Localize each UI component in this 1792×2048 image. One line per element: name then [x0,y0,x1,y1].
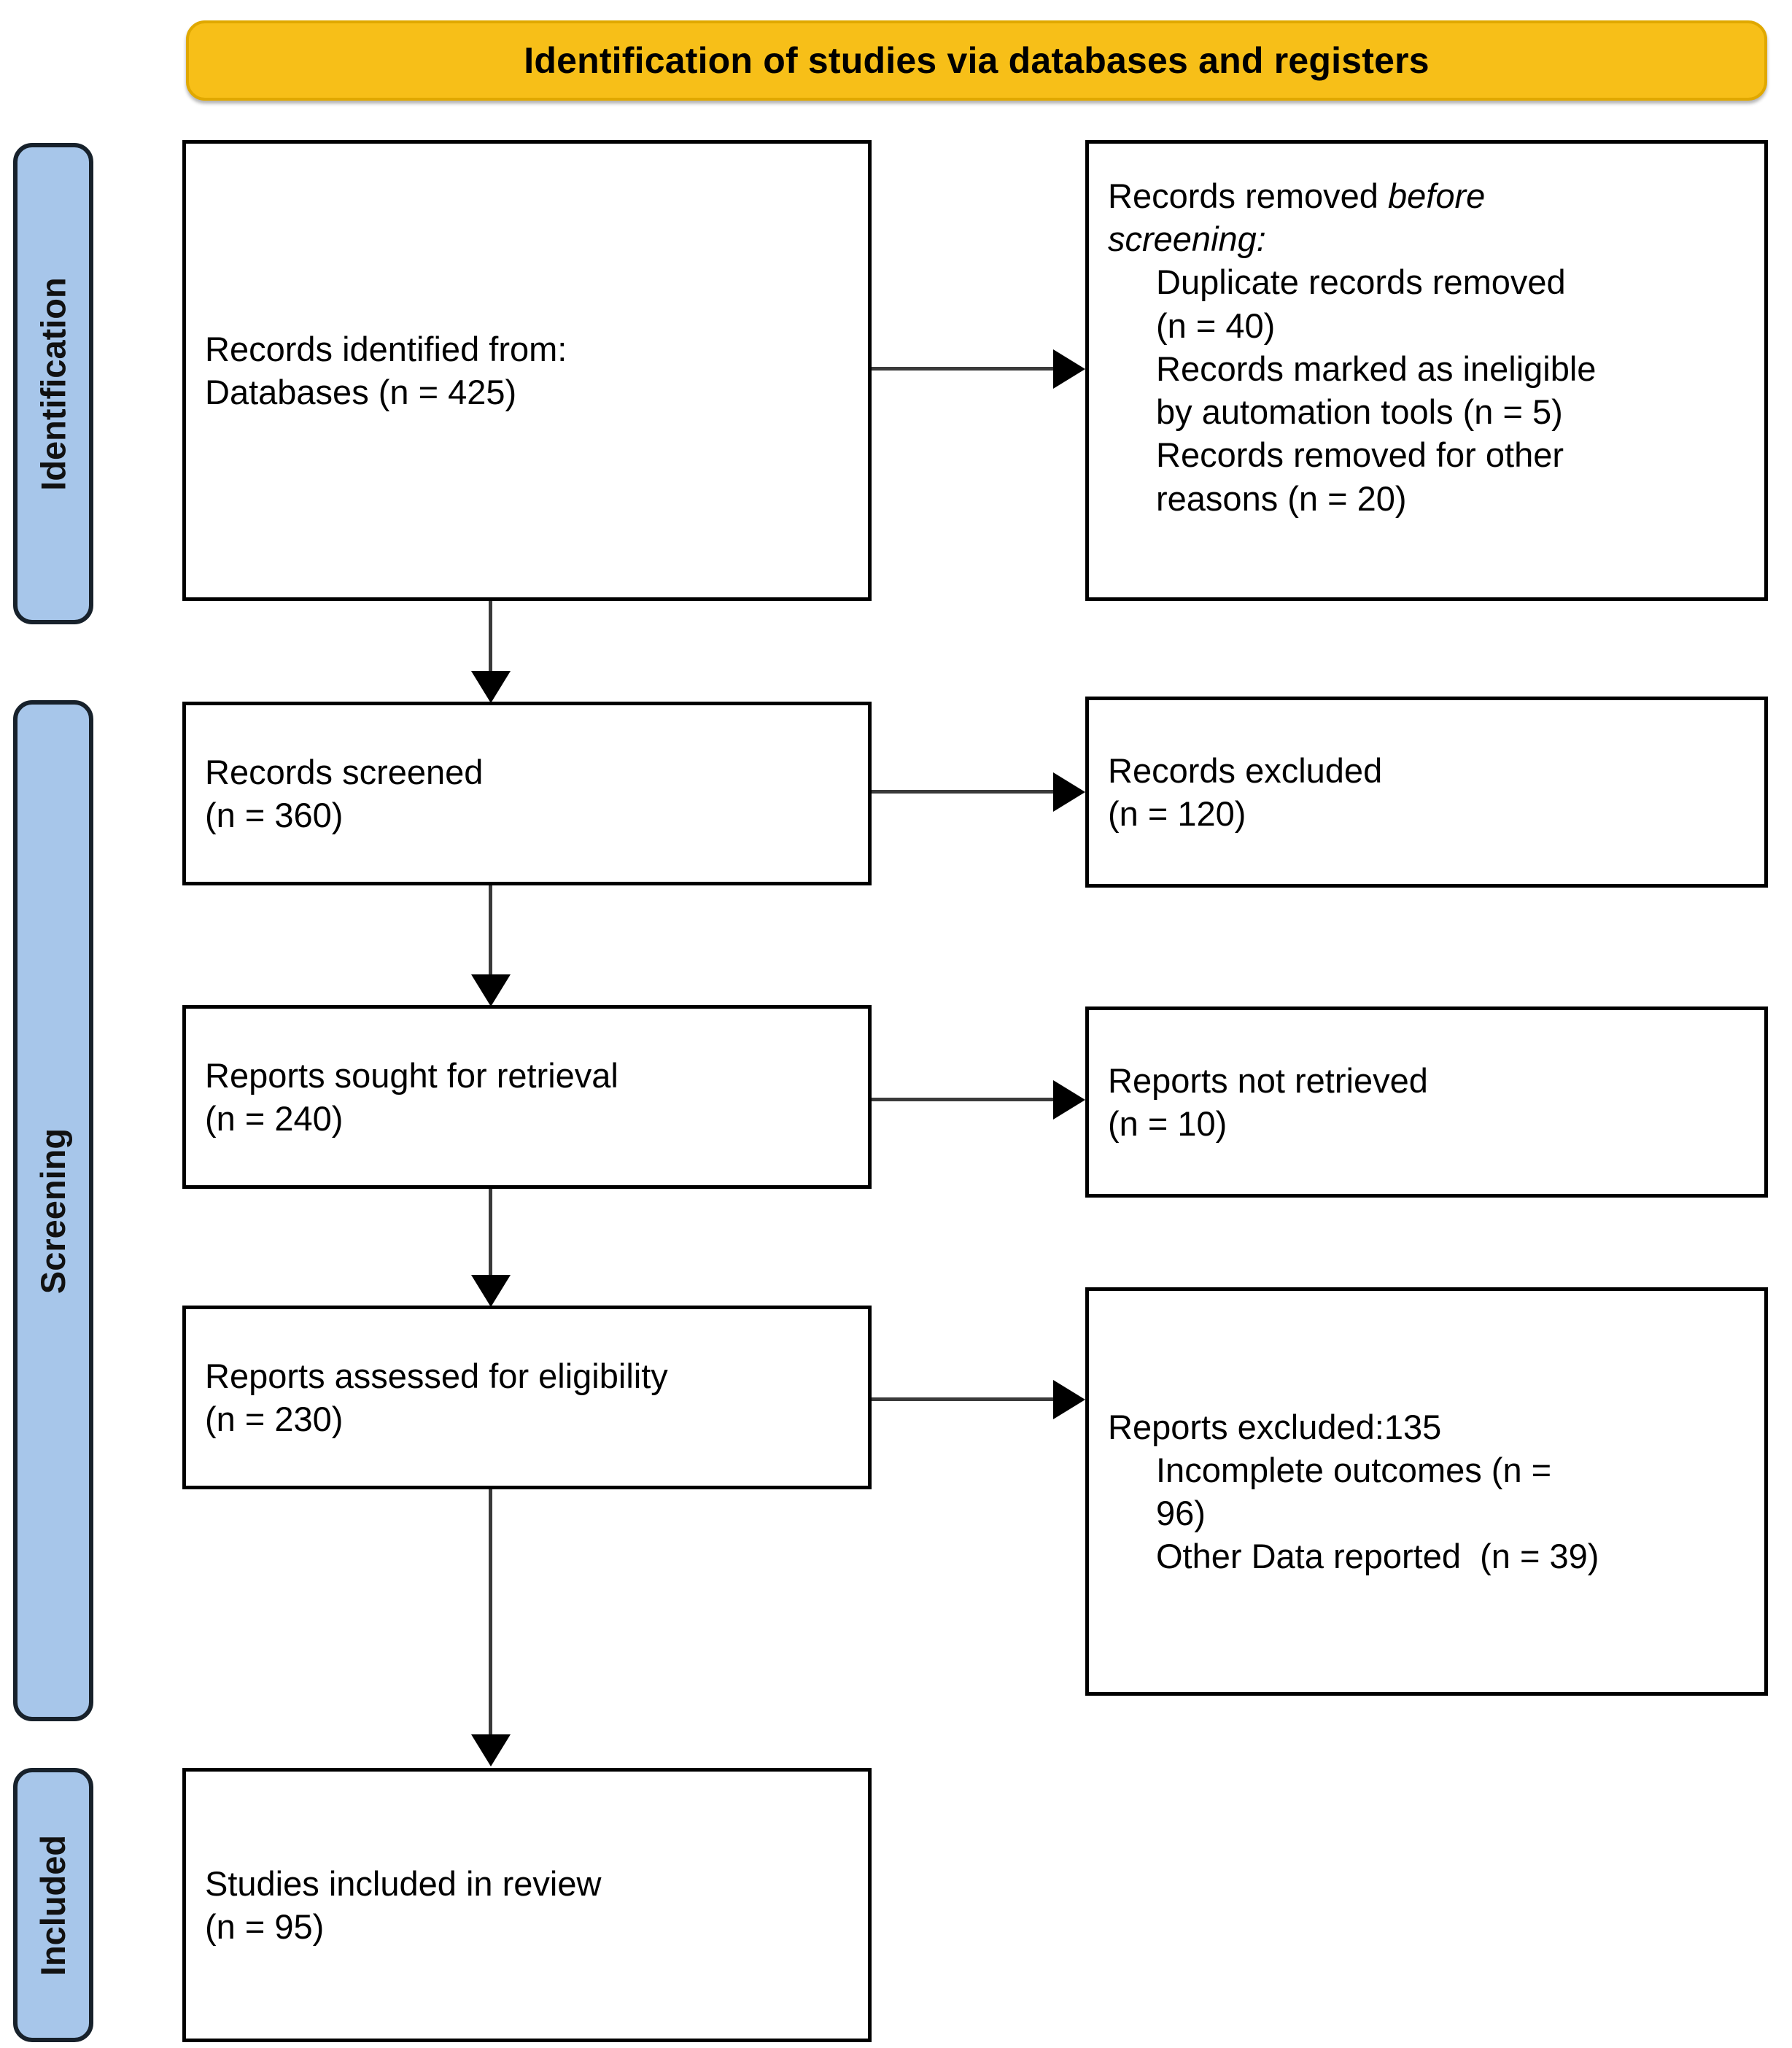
arrow-head [471,671,511,703]
stage-rail-screening: Screening [13,700,93,1721]
arrow-head [1053,1380,1085,1419]
box-records-screened: Records screened (n = 360) [182,702,872,885]
arrow-stem [489,1489,492,1737]
box-reports-assessed-for-eligibility: Reports assessed for eligibility (n = 23… [182,1306,872,1489]
arrow-stem [872,1098,1056,1101]
box-line: Incomplete outcomes (n = [1156,1450,1552,1489]
arrow-identified-to-removed [872,349,1085,389]
arrow-head [471,1275,511,1307]
arrow-screened-to-sought [470,885,511,1008]
box-line: reasons (n = 20) [1156,478,1407,518]
arrow-stem [489,885,492,977]
arrow-head [471,974,511,1006]
stage-label-identification: Identification [34,276,73,491]
box-line: Reports excluded:135 [1108,1407,1442,1446]
arrow-stem [872,367,1056,371]
box-line: Records identified from: [205,329,567,368]
box-studies-included-in-review: Studies included in review (n = 95) [182,1768,872,2042]
box-line: Other Data reported (n = 39) [1156,1537,1599,1576]
box-line: Records removed for other [1156,435,1564,475]
diagram-title-banner: Identification of studies via databases … [186,20,1767,101]
box-line: Records marked as ineligible [1156,349,1597,388]
stage-label-included: Included [34,1834,73,1976]
arrow-stem [489,1189,492,1278]
box-line: Records screened [205,752,484,791]
stage-rail-identification: Identification [13,143,93,624]
box-line: (n = 40) [1156,306,1276,345]
box-reports-excluded: Reports excluded:135 Incomplete outcomes… [1085,1287,1768,1696]
box-records-removed-before-screening: Records removed before screening: Duplic… [1085,140,1768,601]
arrow-head [1053,772,1085,812]
arrow-sought-to-assessed [470,1189,511,1308]
arrow-assessed-to-reports-excluded [872,1379,1085,1420]
box-line: (n = 240) [205,1099,344,1138]
box-line: (n = 360) [205,796,344,834]
arrow-identified-to-screened [470,601,511,703]
arrow-head [471,1734,511,1766]
box-reports-not-retrieved: Reports not retrieved (n = 10) [1085,1006,1768,1198]
arrow-assessed-to-included [470,1489,511,1768]
box-line: screening: [1108,220,1266,259]
box-line: Reports assessed for eligibility [205,1356,668,1395]
box-line: Duplicate records removed [1156,263,1566,302]
arrow-stem [872,790,1056,794]
arrow-stem [489,601,492,674]
box-records-identified: Records identified from: Databases (n = … [182,140,872,601]
arrow-sought-to-not-retrieved [872,1079,1085,1120]
box-line: Records removed before [1108,174,1745,217]
stage-rail-included: Included [13,1768,93,2042]
box-line: Records excluded [1108,750,1383,790]
box-line: (n = 10) [1108,1104,1227,1143]
diagram-title: Identification of studies via databases … [524,39,1430,81]
box-line: (n = 120) [1108,794,1246,833]
box-line: Studies included in review [205,1863,602,1903]
box-line: by automation tools (n = 5) [1156,392,1563,432]
box-line: Reports not retrieved [1108,1060,1428,1100]
box-line: Databases (n = 425) [205,373,517,411]
box-line: Reports sought for retrieval [205,1055,618,1095]
arrow-stem [872,1397,1056,1401]
box-line: (n = 230) [205,1400,344,1438]
arrow-head [1053,1080,1085,1120]
box-reports-sought-for-retrieval: Reports sought for retrieval (n = 240) [182,1005,872,1189]
arrow-head [1053,349,1085,389]
box-line: 96) [1156,1494,1206,1532]
box-line: (n = 95) [205,1907,325,1946]
before-emphasis: before [1388,177,1486,215]
arrow-screened-to-excluded [872,772,1085,812]
stage-label-screening: Screening [34,1128,73,1294]
box-records-excluded: Records excluded (n = 120) [1085,697,1768,888]
records-removed-text: Records removed [1108,177,1388,215]
